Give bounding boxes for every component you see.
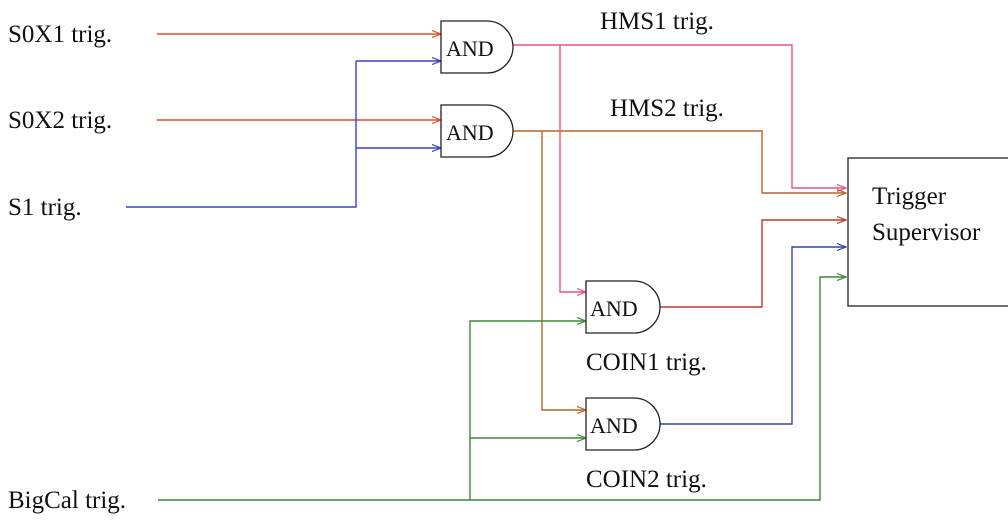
and-gate-3-label: AND (590, 296, 638, 321)
wire-coin1-to-supervisor (660, 220, 846, 308)
wire-s1-trunk (126, 61, 357, 208)
and-gate-2-label: AND (446, 120, 494, 145)
supervisor-label-line1: Trigger (872, 183, 947, 210)
wire-hms1-to-and3 (559, 45, 586, 292)
input-label-s0x1: S0X1 trig. (8, 21, 112, 48)
input-label-s0x2: S0X2 trig. (8, 107, 112, 134)
trigger-supervisor-box: Trigger Supervisor (847, 157, 1008, 307)
wire-bigcal-main (158, 277, 846, 501)
and-gate-4-label: AND (590, 413, 638, 438)
and-gate-3: AND (585, 280, 661, 334)
output-label-coin1: COIN1 trig. (586, 349, 707, 376)
wire-hms2-to-supervisor (513, 130, 846, 193)
output-label-coin2: COIN2 trig. (586, 466, 707, 493)
and-gate-1-label: AND (446, 36, 494, 61)
wire-coin2-to-supervisor (660, 247, 846, 425)
and-gate-1: AND (440, 20, 514, 74)
wire-hms1-to-supervisor (513, 44, 846, 188)
output-label-hms1: HMS1 trig. (600, 8, 714, 35)
wire-bigcal-to-and3 (469, 321, 586, 500)
wire-hms2-to-and4 (541, 131, 586, 410)
input-label-bigcal: BigCal trig. (8, 487, 126, 514)
and-gate-4: AND (585, 397, 661, 451)
input-label-s1: S1 trig. (8, 194, 82, 221)
and-gate-2: AND (440, 104, 514, 158)
supervisor-label-line2: Supervisor (872, 219, 981, 246)
output-label-hms2: HMS2 trig. (610, 95, 724, 122)
